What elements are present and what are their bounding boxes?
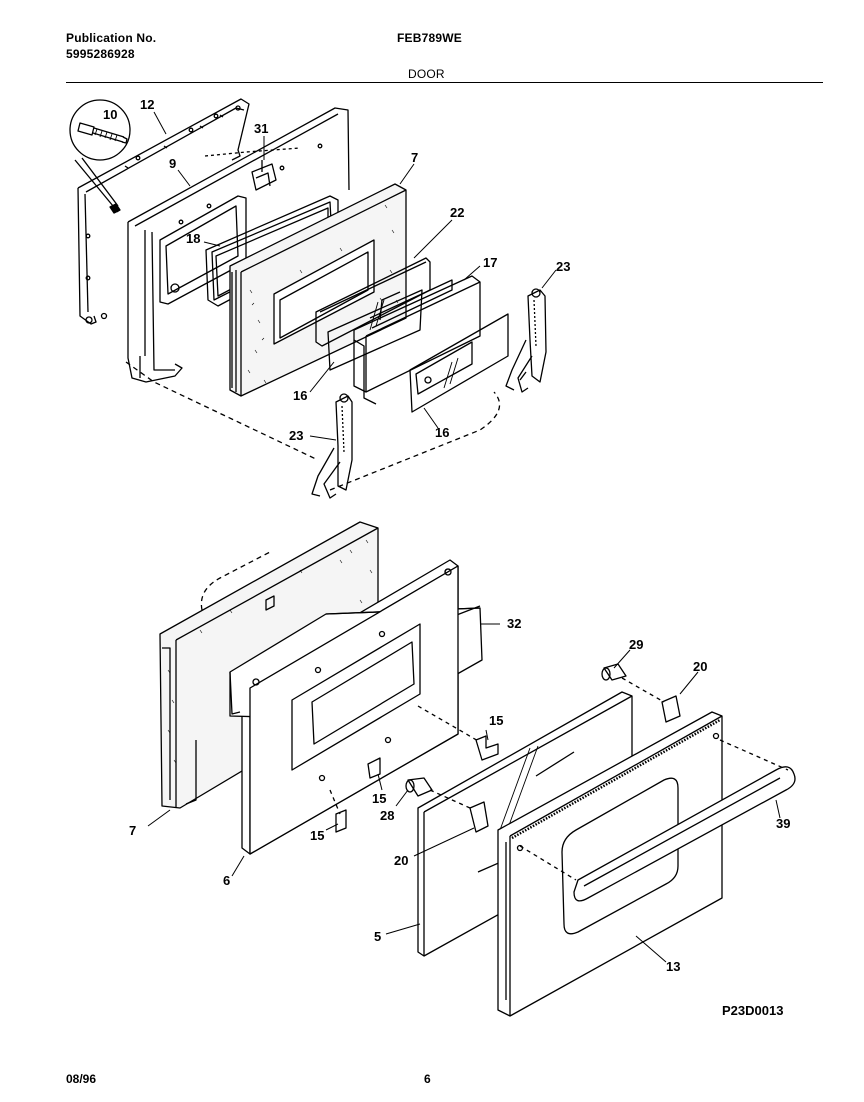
glass-16-right: [409, 313, 509, 413]
part-label-15-c: 15: [310, 828, 324, 843]
publication-label: Publication No.: [66, 31, 157, 45]
assembly-line-2: [329, 391, 501, 491]
inner-door-panel-face: [249, 565, 459, 855]
leader-lines: [147, 111, 781, 963]
clip-20-b: [469, 801, 489, 833]
part-label-7-bottom: 7: [129, 823, 136, 838]
insulation-bottom-texture: [167, 539, 373, 764]
part-label-18: 18: [186, 231, 200, 246]
bracket-31: [251, 160, 277, 191]
footer-date: 08/96: [66, 1072, 96, 1086]
footer-page: 6: [424, 1072, 431, 1086]
part-label-17: 17: [483, 255, 497, 270]
part-label-31: 31: [254, 121, 268, 136]
part-labels: 10 12 9 31 18 7 22 17 23 16 16 23 32 29 …: [103, 97, 790, 974]
bracket-15-c: [335, 809, 347, 833]
part-label-12: 12: [140, 97, 154, 112]
header-rule: [66, 82, 823, 83]
part-label-16-left: 16: [293, 388, 307, 403]
pin-29: [601, 663, 627, 681]
section-title: DOOR: [408, 67, 445, 81]
glass-16-left: [327, 289, 423, 371]
publication-number: 5995286928: [66, 47, 135, 61]
part-label-23-right: 23: [556, 259, 570, 274]
glass-pack-17: [353, 275, 481, 405]
part-label-15-a: 15: [489, 713, 503, 728]
part-label-28: 28: [380, 808, 394, 823]
screw-callout-icon: [69, 99, 131, 214]
part-label-23-left: 23: [289, 428, 303, 443]
diagram-code: P23D0013: [722, 1003, 783, 1018]
part-label-20-top: 20: [693, 659, 707, 674]
part-label-29: 29: [629, 637, 643, 652]
pin-28: [405, 777, 433, 797]
hinge-left: [311, 393, 353, 499]
clip-20-a: [661, 695, 681, 723]
handle-39: [573, 766, 796, 902]
insulation-top-texture: [247, 204, 399, 384]
part-label-10: 10: [103, 107, 117, 122]
insulation-top: [229, 183, 407, 397]
part-label-22: 22: [450, 205, 464, 220]
model-number: FEB789WE: [397, 31, 462, 45]
assembly-line-3: [200, 551, 271, 611]
hinge-right: [505, 288, 547, 393]
bracket-15-b: [367, 757, 381, 779]
part-label-9: 9: [169, 156, 176, 171]
part-label-32: 32: [507, 616, 521, 631]
bracket-15-a: [475, 735, 499, 761]
door-back-frame: [77, 98, 250, 325]
part-label-6: 6: [223, 873, 230, 888]
part-label-13: 13: [666, 959, 680, 974]
part-label-39: 39: [776, 816, 790, 831]
part-label-5: 5: [374, 929, 381, 944]
part-label-20-bottom: 20: [394, 853, 408, 868]
part-label-16-right: 16: [435, 425, 449, 440]
assembly-line-1: [125, 361, 319, 461]
part-label-7-top: 7: [411, 150, 418, 165]
part-label-15-b: 15: [372, 791, 386, 806]
